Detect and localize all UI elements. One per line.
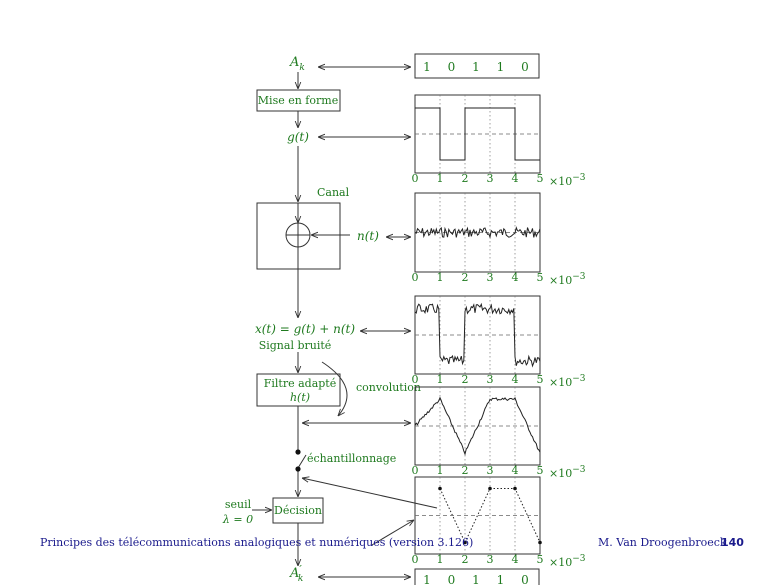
axis-scale-label: ×10−3	[549, 173, 586, 188]
tick-label: 0	[412, 373, 419, 386]
shaped-signal-trace	[415, 107, 540, 161]
bit-4: 0	[521, 573, 529, 585]
noisy-signal-plot: 0 1 2 3 4 5 ×10−3	[412, 295, 586, 389]
axis-scale-label: ×10−3	[549, 465, 586, 480]
tick-label: 3	[487, 271, 494, 284]
tick-label: 4	[512, 172, 519, 185]
footer-title: Principes des télécommunications analogi…	[40, 536, 474, 549]
tick-label: 1	[437, 271, 444, 284]
bit-3: 1	[497, 573, 505, 585]
filtered-signal-trace	[414, 396, 541, 456]
tick-label: 3	[487, 464, 494, 477]
convolution-curve-arrow	[321, 361, 348, 416]
filter-label-line2: h(t)	[290, 391, 310, 404]
input-bits-box	[414, 53, 540, 79]
bit-3: 1	[497, 60, 505, 74]
footer-author: M. Van Droogenbroeck	[598, 536, 727, 549]
input-bits: 1 0 1 1 0	[423, 60, 529, 74]
sampler-dot-top	[295, 449, 301, 455]
bit-2: 1	[472, 573, 480, 585]
tick-label: 4	[512, 271, 519, 284]
tick-label: 5	[537, 172, 544, 185]
tick-label: 0	[412, 464, 419, 477]
axis-scale-label: ×10−3	[549, 374, 586, 389]
filtered-signal-plot: 0 1 2 3 4 5 ×10−3	[412, 386, 586, 480]
samples-plot: 0 1 2 3 4 5 ×10−3	[412, 476, 586, 569]
bit-2: 1	[472, 60, 480, 74]
output-bits-box	[414, 568, 540, 585]
canal-label: Canal	[317, 186, 350, 199]
tick-label: 3	[487, 373, 494, 386]
bit-1: 0	[448, 573, 456, 585]
tick-label: 5	[537, 464, 544, 477]
sample-point	[438, 486, 442, 491]
tick-label: 5	[537, 373, 544, 386]
tick-label: 4	[512, 464, 519, 477]
tick-label: 2	[462, 271, 469, 284]
sampler-dot-bottom	[295, 466, 301, 472]
tick-label: 0	[412, 553, 419, 566]
decision-label: Décision	[274, 504, 322, 517]
connector-samples	[302, 478, 438, 509]
transmission-chain	[252, 72, 350, 566]
sample-point	[538, 540, 542, 545]
tick-label: 4	[512, 553, 519, 566]
tick-label: 1	[437, 373, 444, 386]
tick-label: 1	[437, 553, 444, 566]
tick-label: 5	[537, 271, 544, 284]
sample-point	[513, 486, 517, 491]
shaping-label: Mise en forme	[258, 94, 338, 107]
ak-label: Ak	[289, 55, 305, 73]
page-number: 140	[721, 536, 744, 549]
shaped-signal-plot: 0 1 2 3 4 5 ×10−3	[412, 94, 586, 188]
sampler-switch	[297, 454, 307, 469]
lambda-label: λ = 0	[222, 513, 253, 526]
axis-scale-label: ×10−3	[549, 272, 586, 287]
tick-label: 2	[462, 172, 469, 185]
tick-label: 0	[412, 271, 419, 284]
ak-out-label: A′k	[289, 563, 303, 584]
convolution-label: convolution	[356, 381, 421, 394]
tick-label: 0	[412, 172, 419, 185]
axis-scale-label: ×10−3	[549, 554, 586, 569]
tick-label: 2	[462, 373, 469, 386]
bit-4: 0	[521, 60, 529, 74]
bit-0: 1	[423, 573, 431, 585]
xt-label: x(t) = g(t) + n(t)	[255, 322, 355, 336]
bit-0: 1	[423, 60, 431, 74]
gt-label: g(t)	[287, 130, 309, 144]
output-bits: 1 0 1 1 0	[423, 573, 529, 585]
sampling-label: échantillonnage	[307, 452, 396, 465]
sample-point	[488, 486, 492, 491]
bit-1: 0	[448, 60, 456, 74]
tick-label: 5	[537, 553, 544, 566]
filter-label-line1: Filtre adapté	[264, 377, 336, 390]
tick-label: 3	[487, 553, 494, 566]
tick-label: 1	[437, 464, 444, 477]
tick-label: 2	[462, 464, 469, 477]
tick-label: 2	[462, 553, 469, 566]
noisy-signal-trace	[414, 302, 541, 368]
sample-point	[463, 540, 467, 545]
tick-label: 1	[437, 172, 444, 185]
nt-label: n(t)	[357, 229, 379, 243]
tick-label: 3	[487, 172, 494, 185]
noise-plot: 0 1 2 3 4 5 ×10−3	[412, 192, 586, 287]
noise-trace	[414, 226, 541, 239]
threshold-label: seuil	[225, 498, 252, 511]
tick-label: 4	[512, 373, 519, 386]
connector-decision	[371, 520, 414, 546]
noisy-signal-label: Signal bruité	[259, 339, 332, 352]
